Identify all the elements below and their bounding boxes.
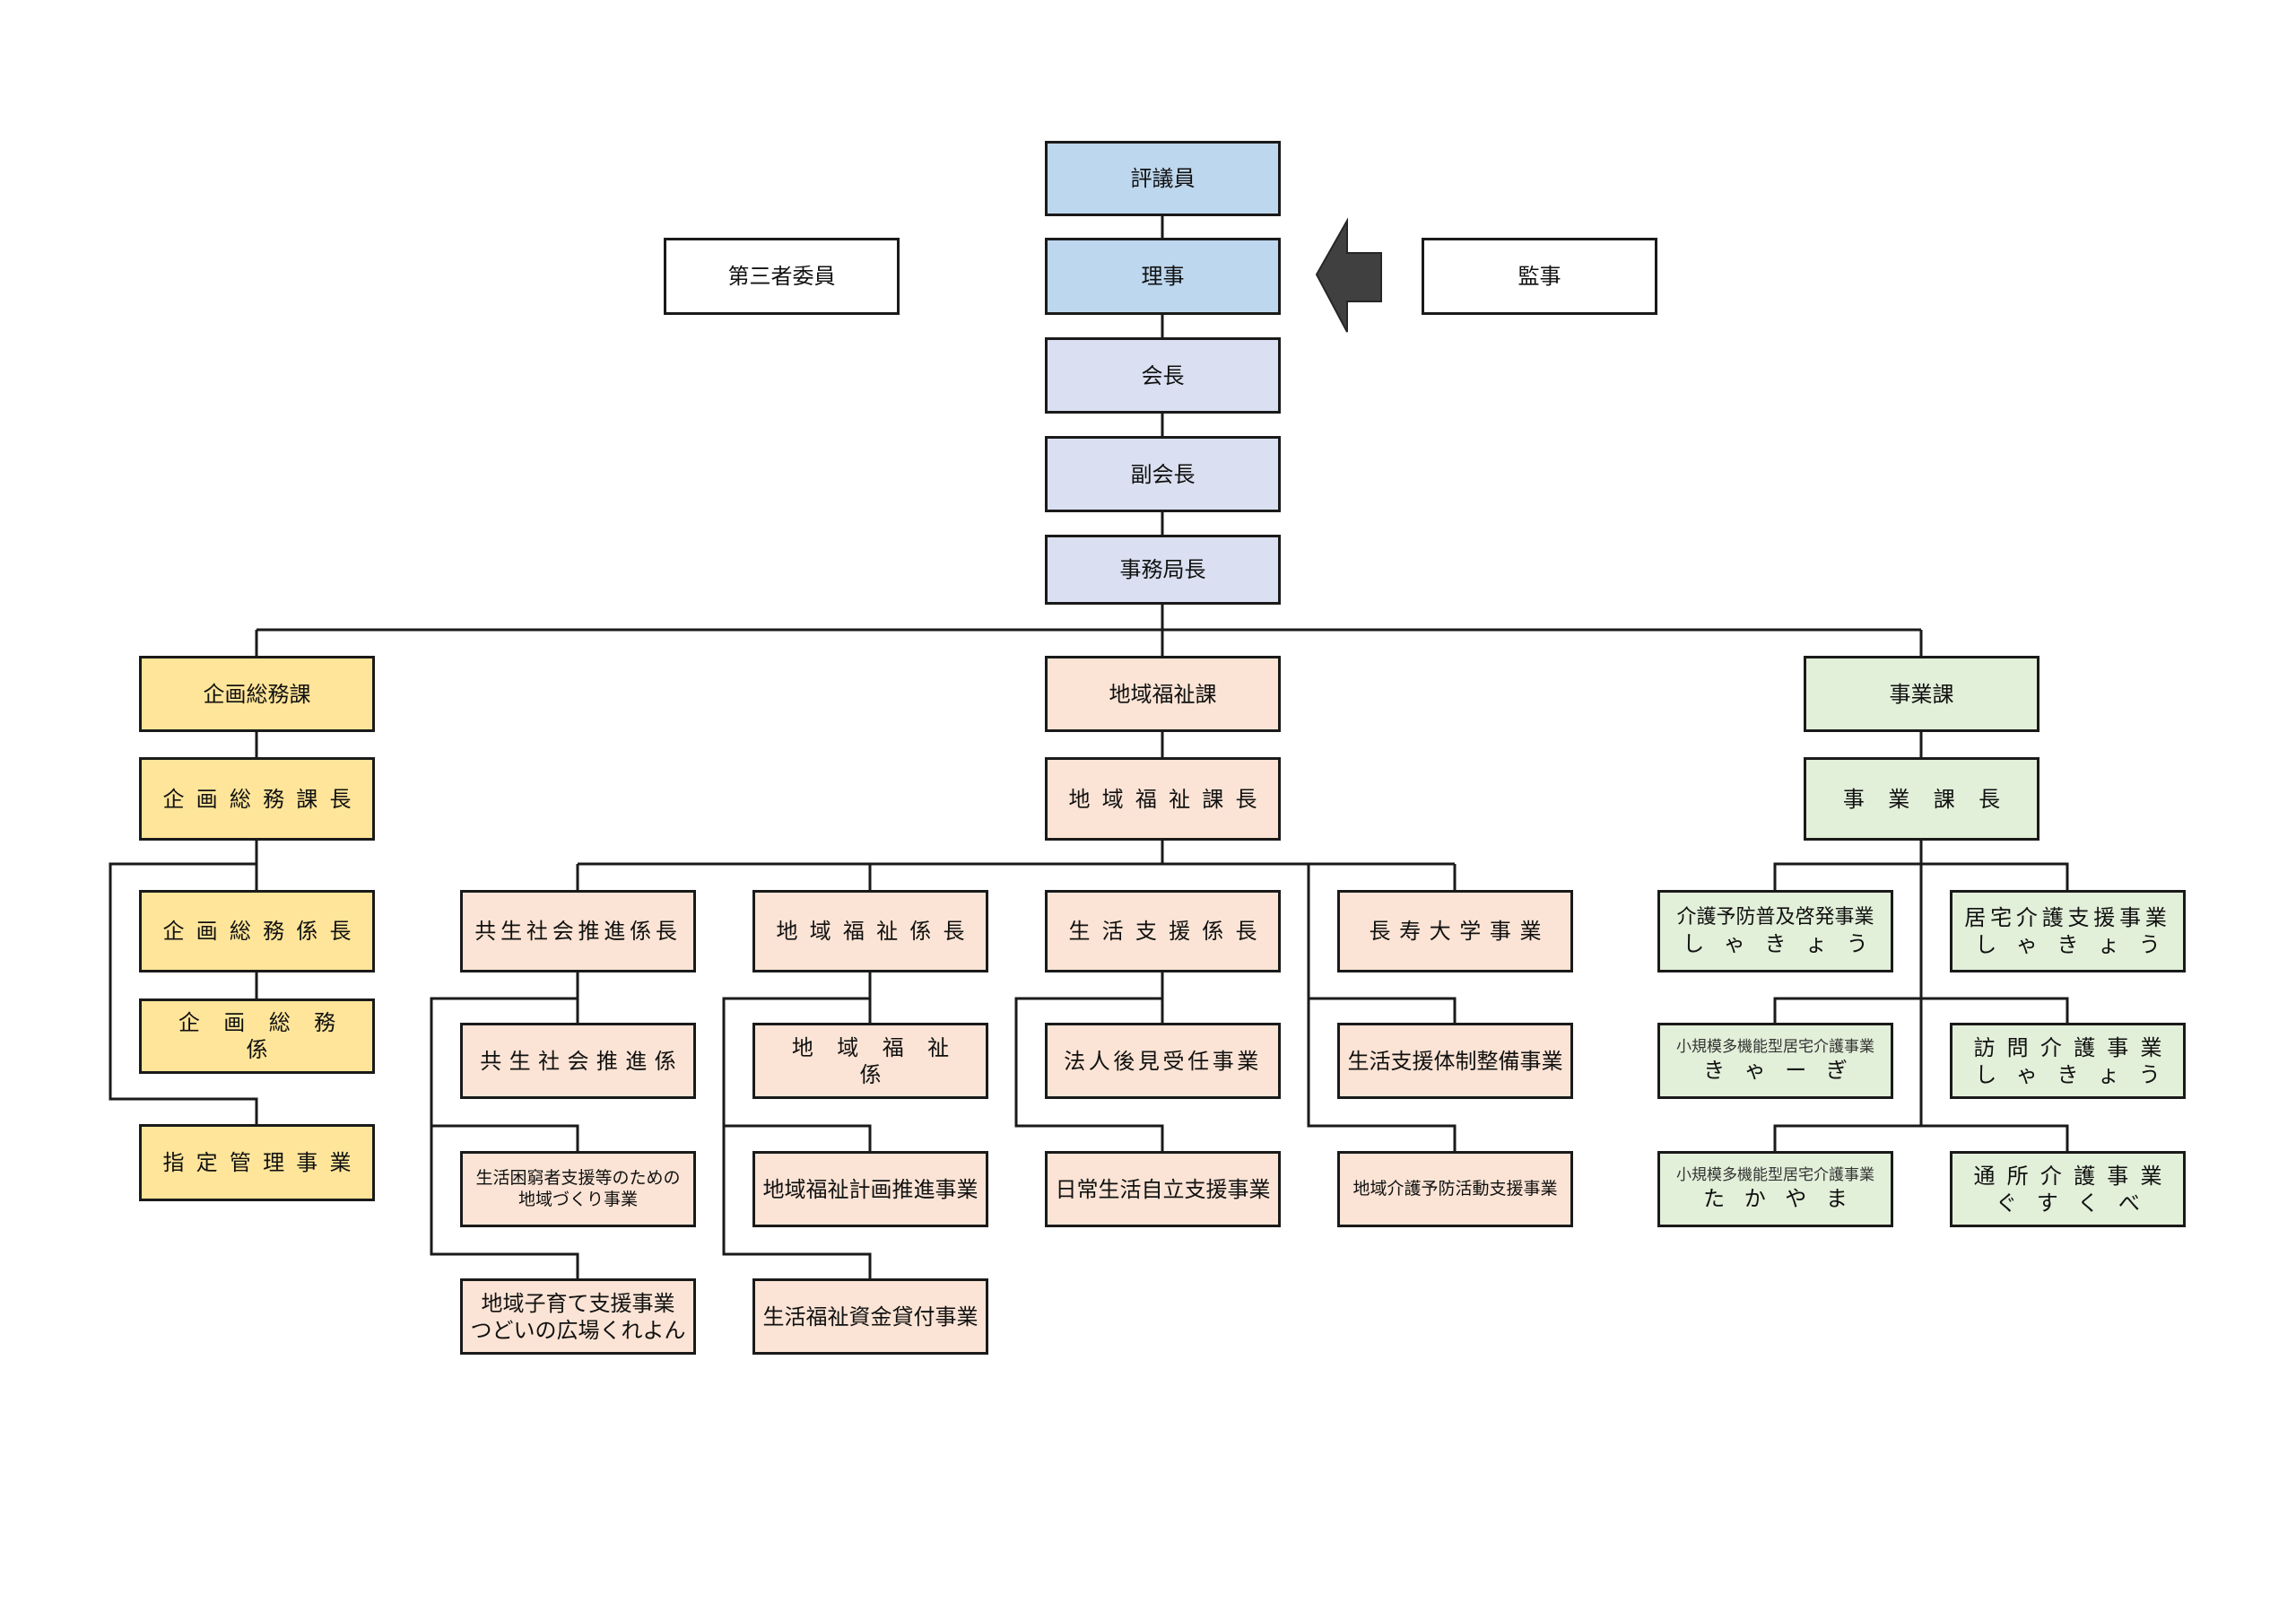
care-prevention-activity-box: 地域介護予防活動支援事業 [1337, 1151, 1573, 1227]
poverty-community-line1: 生活困窮者支援等のための [475, 1167, 681, 1188]
support-system-box: 生活支援体制整備事業 [1337, 1023, 1573, 1099]
daily-life-label: 日常生活自立支援事業 [1055, 1176, 1271, 1202]
guardianship-box: 法人後見受任事業 [1045, 1023, 1281, 1099]
vice-president-box: 副会長 [1045, 436, 1281, 512]
secretary-general-box: 事務局長 [1045, 535, 1281, 605]
care-prevention-activity-label: 地域介護予防活動支援事業 [1352, 1178, 1558, 1199]
small-multifunction-kyagi-line2: きゃーぎ [1703, 1058, 1867, 1084]
community-head-box: 地域福祉課長 [1045, 757, 1281, 841]
welfare-chief-label: 地域福祉係長 [776, 919, 977, 944]
designated-management-box: 指定管理事業 [139, 1124, 375, 1201]
child-support-box: 地域子育て支援事業 つどいの広場くれよん [460, 1278, 696, 1355]
third-party-committee-box: 第三者委員 [664, 238, 900, 315]
kyosei-chief-label: 共生社会推進係長 [474, 919, 682, 944]
planning-head-box: 企画総務課長 [139, 757, 375, 841]
secretary-general-label: 事務局長 [1119, 557, 1206, 582]
welfare-loan-label: 生活福祉資金貸付事業 [762, 1304, 978, 1330]
kyosei-staff-label: 共生社会推進係 [480, 1048, 684, 1074]
home-care-support-line1: 居宅介護支援事業 [1964, 905, 2171, 930]
support-system-label: 生活支援体制整備事業 [1347, 1048, 1563, 1074]
planning-chief-box: 企画総務係長 [139, 890, 375, 972]
support-chief-label: 生活支援係長 [1068, 919, 1269, 944]
child-support-line1: 地域子育て支援事業 [481, 1290, 675, 1316]
community-dept-box: 地域福祉課 [1045, 656, 1281, 732]
small-multifunction-kyagi-line1: 小規模多機能型居宅介護事業 [1676, 1037, 1874, 1056]
welfare-loan-box: 生活福祉資金貸付事業 [752, 1278, 988, 1355]
directors-box: 理事 [1045, 238, 1281, 315]
child-support-line2: つどいの広場くれよん [470, 1317, 686, 1343]
longevity-label: 長寿大学事業 [1369, 919, 1551, 944]
councillors-label: 評議員 [1130, 166, 1196, 191]
left-arrow-icon [1315, 217, 1382, 333]
day-care-line2: ぐすくべ [1996, 1190, 2160, 1216]
kyosei-staff-box: 共生社会推進係 [460, 1023, 696, 1099]
planning-staff-label: 企画総務係 [178, 1010, 360, 1062]
designated-management-label: 指定管理事業 [162, 1150, 363, 1175]
community-dept-label: 地域福祉課 [1109, 681, 1217, 707]
business-dept-box: 事業課 [1804, 656, 2039, 732]
care-prevention-promotion-box: 介護予防普及啓発事業 しゃきょう [1657, 890, 1893, 972]
small-multifunction-takayama-line1: 小規模多機能型居宅介護事業 [1676, 1165, 1874, 1184]
planning-staff-box: 企画総務係 [139, 998, 375, 1074]
kyosei-chief-box: 共生社会推進係長 [460, 890, 696, 972]
planning-dept-box: 企画総務課 [139, 656, 375, 732]
welfare-plan-box: 地域福祉計画推進事業 [752, 1151, 988, 1227]
president-box: 会長 [1045, 337, 1281, 414]
welfare-staff-box: 地域福祉係 [752, 1023, 988, 1099]
vice-president-label: 副会長 [1130, 461, 1196, 487]
day-care-line1: 通所介護事業 [1973, 1163, 2174, 1189]
business-head-box: 事業課長 [1804, 757, 2039, 841]
poverty-community-line2: 地域づくり事業 [517, 1189, 638, 1209]
care-prevention-promotion-line2: しゃきょう [1683, 930, 1888, 956]
community-head-label: 地域福祉課長 [1068, 786, 1269, 812]
support-chief-box: 生活支援係長 [1045, 890, 1281, 972]
home-visit-care-line2: しゃきょう [1975, 1061, 2180, 1087]
planning-dept-label: 企画総務課 [203, 681, 311, 707]
poverty-community-box: 生活困窮者支援等のための 地域づくり事業 [460, 1151, 696, 1227]
guardianship-label: 法人後見受任事業 [1064, 1048, 1262, 1074]
daily-life-box: 日常生活自立支援事業 [1045, 1151, 1281, 1227]
welfare-chief-box: 地域福祉係長 [752, 890, 988, 972]
small-multifunction-kyagi-box: 小規模多機能型居宅介護事業 きゃーぎ [1657, 1023, 1893, 1099]
small-multifunction-takayama-box: 小規模多機能型居宅介護事業 たかやま [1657, 1151, 1893, 1227]
care-prevention-promotion-line1: 介護予防普及啓発事業 [1676, 906, 1874, 929]
business-head-label: 事業課長 [1842, 786, 2024, 812]
third-party-committee-label: 第三者委員 [727, 264, 836, 289]
home-visit-care-line1: 訪問介護事業 [1973, 1034, 2174, 1060]
planning-head-label: 企画総務課長 [162, 786, 363, 812]
welfare-plan-label: 地域福祉計画推進事業 [762, 1176, 978, 1202]
small-multifunction-takayama-line2: たかやま [1703, 1186, 1867, 1212]
home-visit-care-box: 訪問介護事業 しゃきょう [1950, 1023, 2186, 1099]
business-dept-label: 事業課 [1889, 681, 1954, 707]
longevity-box: 長寿大学事業 [1337, 890, 1573, 972]
auditor-label: 監事 [1518, 264, 1561, 289]
auditor-box: 監事 [1422, 238, 1657, 315]
planning-chief-label: 企画総務係長 [162, 919, 363, 944]
directors-label: 理事 [1141, 264, 1185, 289]
home-care-support-line2: しゃきょう [1975, 932, 2180, 957]
welfare-staff-label: 地域福祉係 [791, 1034, 973, 1087]
president-label: 会長 [1141, 362, 1185, 388]
councillors-box: 評議員 [1045, 141, 1281, 216]
day-care-box: 通所介護事業 ぐすくべ [1950, 1151, 2186, 1227]
home-care-support-box: 居宅介護支援事業 しゃきょう [1950, 890, 2186, 972]
